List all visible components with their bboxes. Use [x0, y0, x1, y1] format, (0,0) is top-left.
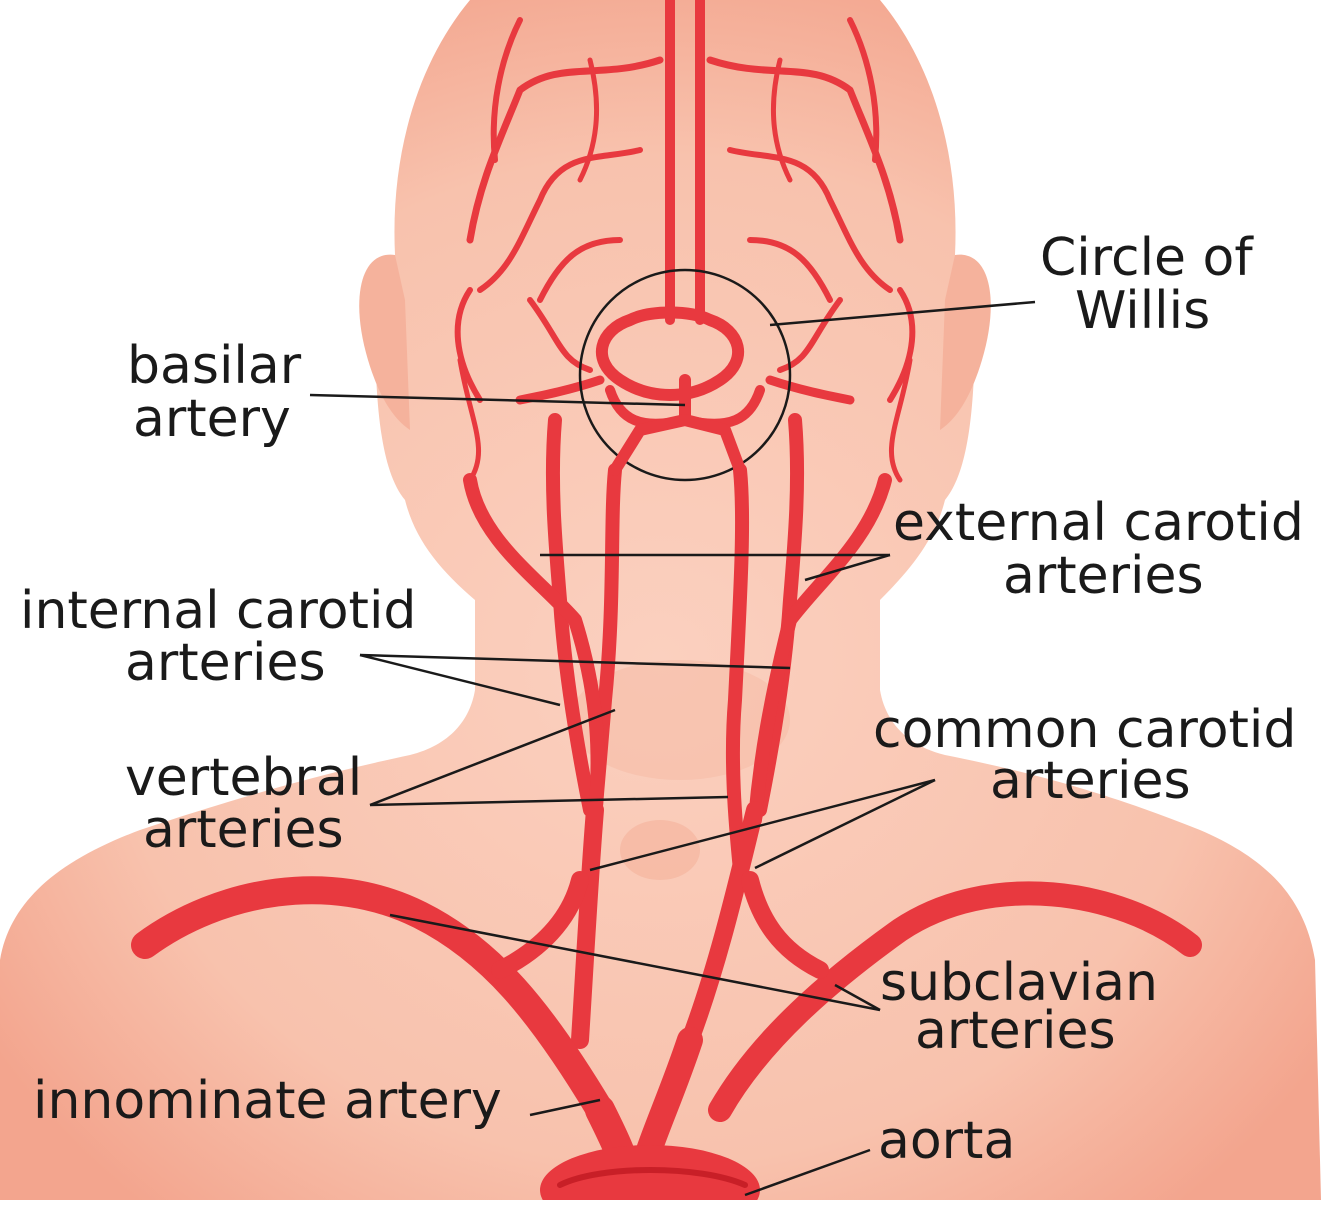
aorta-vessel [540, 1145, 760, 1205]
left-ear [359, 254, 410, 430]
label-external-carotid-line1: external carotid [893, 493, 1304, 553]
leader-vertebral-b [369, 795, 729, 807]
leader-subclavian-a [389, 913, 881, 1012]
leader-common-carotid-a [589, 778, 936, 872]
label-subclavian-line1: subclavian [880, 953, 1158, 1013]
label-internal-carotid-line1: internal carotid [20, 581, 416, 641]
label-basilar-artery-line2: artery [133, 389, 291, 449]
labels: Circle of Willis basilar artery external… [20, 228, 1304, 1171]
leader-circle-of-willis [769, 300, 1036, 327]
label-circle-of-willis-line1: Circle of [1040, 228, 1254, 288]
label-circle-of-willis-line2: Willis [1075, 281, 1210, 341]
label-basilar-artery-line1: basilar [127, 336, 302, 396]
right-ear [940, 254, 991, 430]
leader-aorta [744, 1148, 871, 1197]
label-innominate-artery: innominate artery [33, 1071, 502, 1131]
leader-innominate [529, 1098, 601, 1117]
leader-vertebral-a [369, 708, 616, 807]
leader-basilar-artery [309, 393, 686, 407]
leader-subclavian-b [834, 983, 881, 1012]
leader-internal-carotid-a [359, 653, 561, 707]
label-vertebral-line2: arteries [143, 800, 344, 860]
label-aorta: aorta [878, 1111, 1015, 1171]
leader-internal-carotid-b [359, 653, 791, 670]
circle-of-willis-ring [578, 268, 792, 482]
leader-common-carotid-b [754, 778, 936, 870]
chest-shading [620, 820, 700, 880]
label-vertebral-line1: vertebral [125, 748, 362, 808]
leader-external-carotid-b [804, 553, 891, 582]
label-subclavian-line2: arteries [915, 1001, 1116, 1061]
label-common-carotid-line1: common carotid [873, 700, 1296, 760]
label-internal-carotid-line2: arteries [125, 633, 326, 693]
chest-arteries [131, 871, 1202, 1205]
label-common-carotid-line2: arteries [990, 751, 1191, 811]
leader-lines [309, 300, 1036, 1197]
neck-arteries [463, 413, 892, 1049]
label-external-carotid-line2: arteries [1003, 546, 1204, 606]
